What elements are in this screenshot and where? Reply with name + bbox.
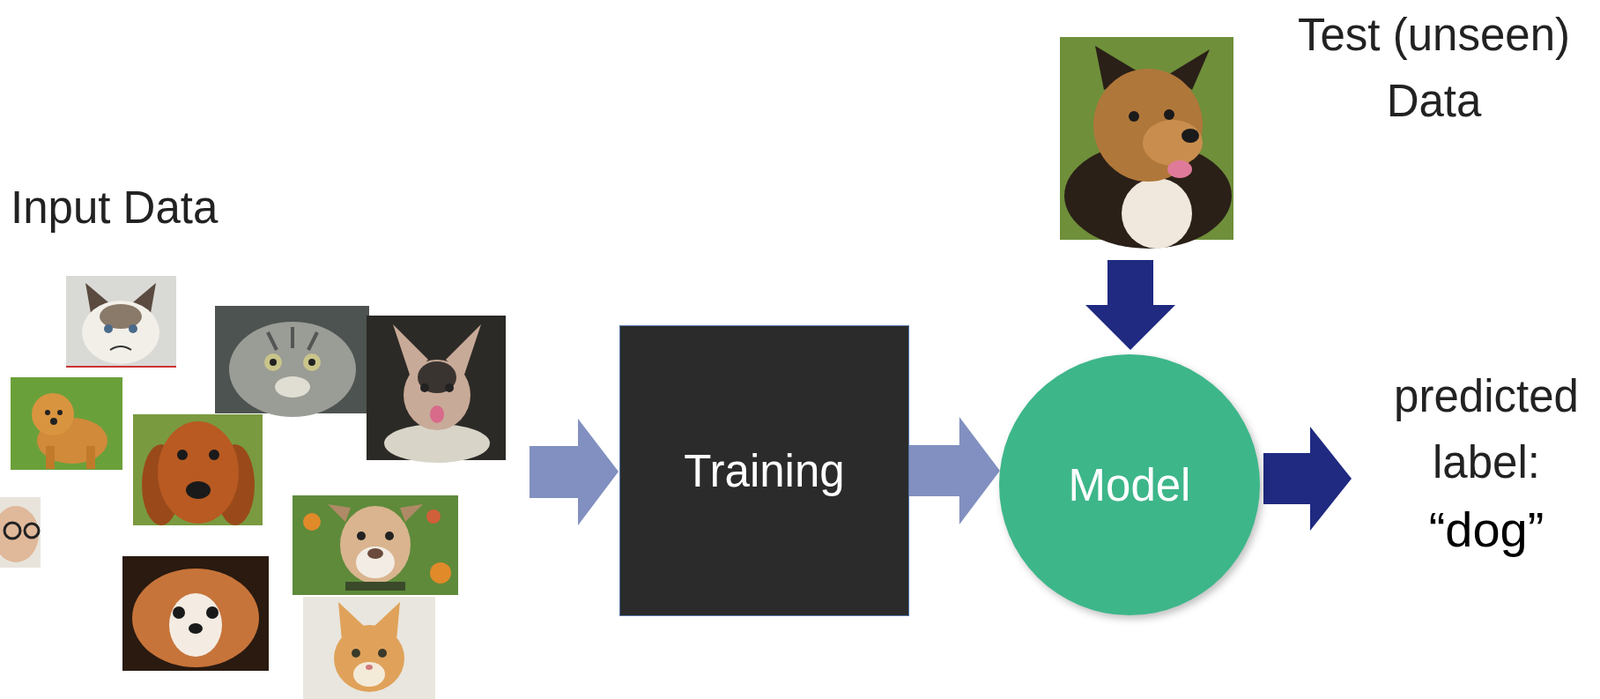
predicted-value: “dog” (1385, 496, 1588, 563)
output-arrow (1263, 426, 1352, 531)
dog-photo (355, 546, 395, 578)
cat-photo (66, 365, 177, 368)
test-dog-photo (1181, 128, 1200, 143)
dog-photo (185, 481, 211, 499)
cat-photo (303, 596, 436, 699)
cat-photo (264, 353, 282, 371)
cat-photo (351, 648, 361, 658)
cat-photo (303, 596, 436, 699)
dog-photo (122, 555, 269, 671)
cat-photo (377, 648, 387, 658)
dog-photo (292, 495, 459, 595)
person-photo (4, 522, 21, 539)
dog-photo (177, 449, 188, 460)
test-dog-photo (1167, 160, 1193, 178)
cat-photo (267, 326, 318, 350)
section-label: Test (unseen) Data (1281, 1, 1586, 134)
dog-photo (10, 377, 123, 470)
dog-photo (340, 505, 411, 584)
dog-photo (208, 449, 220, 460)
cat-photo (66, 275, 177, 368)
cat-photo (417, 361, 457, 393)
person-photo (24, 523, 39, 538)
dog-photo (303, 512, 321, 531)
output-caption: predicted label: (1385, 362, 1588, 496)
model-circle: Model (999, 354, 1260, 615)
cat-photo (110, 346, 132, 350)
dog-photo (122, 555, 269, 671)
dog-photo (31, 392, 75, 436)
dog-photo (10, 377, 123, 470)
dog-photo (172, 606, 186, 619)
dog-photo (157, 421, 239, 524)
dog-photo (327, 503, 351, 522)
node-text: Training (683, 444, 845, 497)
process-box: Training (619, 325, 910, 616)
cat-photo (403, 359, 471, 430)
person-photo (0, 496, 41, 568)
cat-photo (214, 305, 370, 417)
dog-photo (45, 445, 55, 469)
cat-photo (429, 405, 445, 423)
cat-photo (420, 383, 430, 393)
test-dog-photo (1128, 111, 1140, 122)
test-dog-photo (1142, 119, 1203, 166)
test-arrow (1085, 259, 1176, 350)
section-label: Input Data (10, 181, 218, 235)
dog-photo (132, 568, 260, 667)
dog-photo (133, 414, 263, 526)
dog-photo (385, 531, 394, 541)
cat-photo (269, 358, 277, 366)
test-dog-photo (1093, 68, 1203, 182)
person-photo (0, 505, 39, 563)
dog-photo (188, 622, 203, 634)
cat-photo (333, 624, 405, 692)
dog-photo (292, 495, 459, 595)
dog-photo (86, 445, 96, 469)
circle-fill (999, 354, 1260, 615)
dog-photo (44, 409, 51, 415)
cat-photo (99, 303, 142, 329)
cat-photo (353, 661, 386, 687)
dog-photo (57, 409, 63, 415)
cat-photo (366, 315, 506, 463)
cat-photo (274, 376, 311, 398)
dog-photo (356, 531, 366, 541)
dog-photo (429, 562, 452, 584)
cat-photo (103, 324, 113, 334)
dog-photo (133, 414, 263, 526)
node-text: Model (1068, 459, 1192, 512)
test-dog-photo (1059, 37, 1234, 249)
dog-photo (206, 606, 219, 619)
cat-photo (444, 383, 454, 393)
input-arrow (529, 418, 619, 526)
test-dog-photo (1121, 177, 1193, 249)
cat-photo (81, 300, 160, 364)
cat-photo (365, 664, 373, 670)
cat-photo (308, 358, 316, 366)
cat-photo (66, 275, 177, 368)
cat-photo (303, 353, 321, 371)
dog-photo (426, 509, 441, 524)
dog-photo (169, 592, 223, 657)
test-dog-photo (1163, 109, 1175, 120)
dog-photo (345, 581, 406, 591)
dog-photo (400, 503, 423, 522)
dog-photo (50, 417, 58, 425)
block-arrow (909, 416, 1000, 525)
dog-photo (367, 548, 384, 559)
cat-photo (229, 321, 356, 417)
cat-photo (128, 324, 138, 334)
